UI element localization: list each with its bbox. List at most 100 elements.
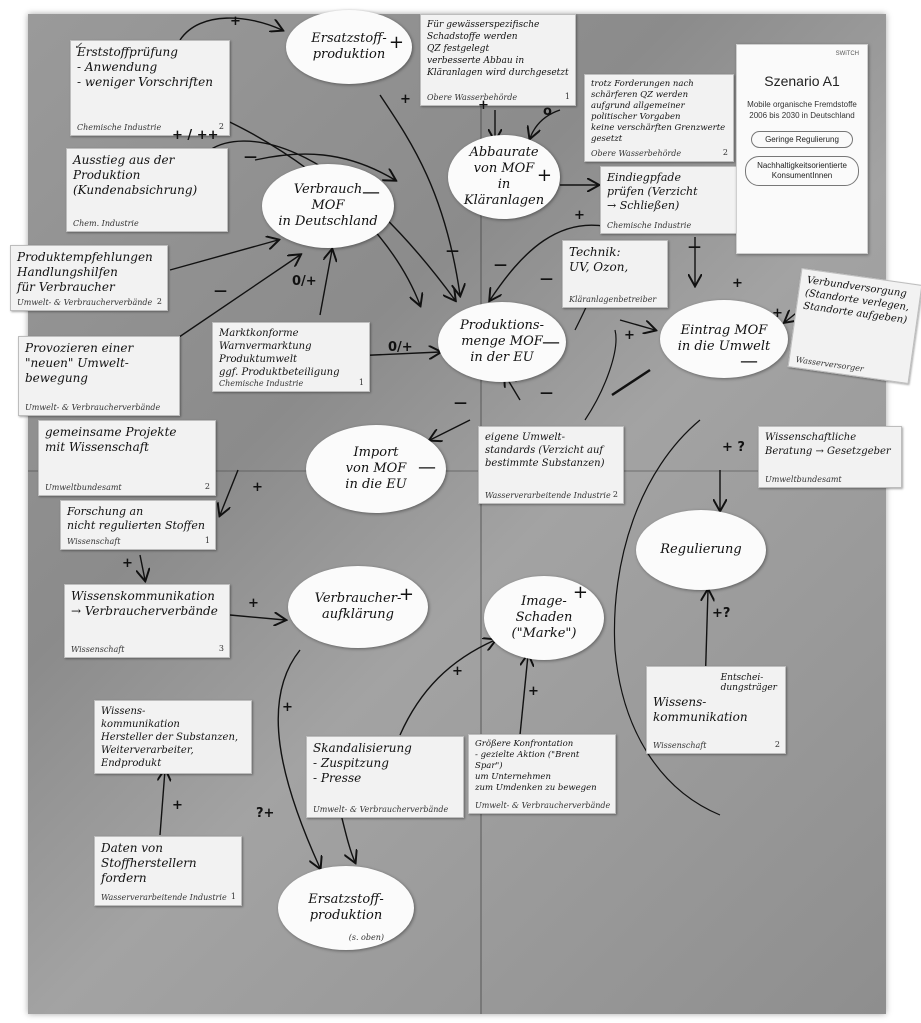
card-trotz-forderungen: trotz Forderungen nach schärferen QZ wer… <box>584 74 734 162</box>
arrow <box>490 224 621 300</box>
check-icon: ✓ <box>74 41 83 52</box>
card-text: Ausstieg aus der Produktion (Kundenabsic… <box>73 153 198 197</box>
link-label: +? <box>712 606 731 621</box>
link-label: + <box>772 306 783 321</box>
card-actor: Wissenschaft <box>67 537 121 546</box>
polarity-sign: — <box>542 332 560 353</box>
polarity-sign: + <box>388 32 404 53</box>
arrow <box>430 419 471 440</box>
card-number: 2 <box>204 482 210 491</box>
node-image-schaden: Image- Schaden ("Marke") + <box>484 576 604 660</box>
card-text: Wissens- kommunikation Hersteller der Su… <box>101 706 239 769</box>
arrow <box>399 640 495 736</box>
card-actor: Wasserverarbeitende Industrie <box>485 491 611 500</box>
scribble <box>611 368 651 397</box>
node-regulierung: Regulierung <box>636 510 766 590</box>
link-label: — <box>540 386 553 401</box>
card-text: gemeinsame Projekte mit Wissenschaft <box>45 425 177 454</box>
card-number: 1 <box>564 92 570 101</box>
card-actor: Umwelt- & Verbraucherverbände <box>17 298 153 307</box>
link-label: + <box>452 664 463 679</box>
card-number: 1 <box>230 892 236 901</box>
arrow <box>319 250 332 316</box>
card-actor: Chemische Industrie <box>77 123 162 132</box>
card-ausstieg: Ausstieg aus der Produktion (Kundenabsic… <box>66 148 228 232</box>
card-gemeinsame-projekte: gemeinsame Projekte mit Wissenschaft Umw… <box>38 420 216 496</box>
polarity-sign: — <box>362 182 380 203</box>
link-label: + <box>574 208 585 223</box>
polarity-sign: + <box>398 584 414 605</box>
link-label: — <box>446 244 459 259</box>
link-label: — <box>244 150 257 165</box>
card-verbundversorgung: Verbundversorgung (Standorte verlegen, S… <box>787 267 921 385</box>
link-label: + <box>732 276 743 291</box>
link-label: + <box>400 92 411 107</box>
card-erststoffpruefung: ✓ Erststoffprüfung - Anwendung - weniger… <box>70 40 230 136</box>
card-produktempfehlungen: Produktempfehlungen Handlungshilfen für … <box>10 245 168 311</box>
card-text: Skandalisierung - Zuspitzung - Presse <box>313 741 412 785</box>
link-label: 0/+ <box>388 340 413 355</box>
node-ersatzstoffproduktion-2: Ersatzstoff- produktion (s. oben) <box>278 866 414 950</box>
card-number: 2 <box>156 297 162 306</box>
paper-fold <box>480 14 482 1014</box>
node-reference: (s. oben) <box>348 933 384 942</box>
node-label: Eintrag MOF in die Umwelt <box>677 323 771 354</box>
polarity-sign: + <box>572 582 588 603</box>
link-label: + <box>248 596 259 611</box>
link-label: + <box>172 798 183 813</box>
card-text: Eindiegpfade prüfen (Verzicht → Schließe… <box>607 171 698 212</box>
card-number: 2 <box>722 148 728 157</box>
arrow <box>619 319 655 330</box>
link-label: 0/+ <box>292 274 317 289</box>
arrow <box>179 17 282 41</box>
card-text: Erststoffprüfung - Anwendung - weniger V… <box>77 45 213 89</box>
card-number: 2 <box>774 740 780 749</box>
card-gewaesserspezifische: Für gewässerspezifische Schadstoffe werd… <box>420 14 576 106</box>
arrow <box>277 649 320 868</box>
card-number: 2 <box>218 122 224 131</box>
node-label: Ersatzstoff- produktion <box>311 31 387 62</box>
arrow <box>169 240 278 271</box>
brand-logo: SWiTCH <box>835 51 859 57</box>
card-wissenskommunikation-hersteller: Wissens- kommunikation Hersteller der Su… <box>94 700 252 774</box>
link-label: — <box>214 284 227 299</box>
scenario-card: SWiTCH Szenario A1 Mobile organische Fre… <box>736 44 868 254</box>
card-text: Wissenschaftliche Beratung → Gesetzgeber <box>765 432 891 457</box>
link-label: — <box>454 396 467 411</box>
card-wissenschaftliche-beratung: Wissenschaftliche Beratung → Gesetzgeber… <box>758 426 902 488</box>
node-label: Regulierung <box>660 542 742 557</box>
link-label: + <box>122 556 133 571</box>
node-verbraucheraufklaerung: Verbraucher- aufklärung + <box>288 566 428 648</box>
card-text: Technik: UV, Ozon, <box>569 245 629 274</box>
regulation-badge: Geringe Regulierung <box>751 131 853 148</box>
link-label: o <box>543 104 552 119</box>
arrow <box>254 153 395 180</box>
card-technik: Technik: UV, Ozon, Kläranlagenbetreiber <box>562 240 668 308</box>
scenario-title: Szenario A1 <box>764 73 840 89</box>
card-actor: Wissenschaft <box>653 741 707 750</box>
card-actor: Obere Wasserbehörde <box>591 149 682 158</box>
node-produktionsmenge: Produktions- menge MOF in der EU — <box>438 302 566 382</box>
link-label: + / ++ <box>172 128 219 143</box>
card-skandalisierung: Skandalisierung - Zuspitzung - Presse Um… <box>306 736 464 818</box>
card-number: 1 <box>204 536 210 545</box>
card-text: eigene Umwelt- standards (Verzicht auf b… <box>485 432 605 469</box>
card-actor: Umwelt- & Verbraucherverbände <box>475 801 611 810</box>
link-label: — <box>540 272 553 287</box>
node-import-mof: Import von MOF in die EU — <box>306 425 446 513</box>
node-label: Abbaurate von MOF in Kläranlagen <box>463 145 545 208</box>
node-label: Image- Schaden ("Marke") <box>511 594 577 641</box>
card-text: Forschung an nicht regulierten Stoffen <box>67 505 205 532</box>
arrow <box>530 109 561 138</box>
card-wissenskommunikation-3: Wissenskommunikation → Verbraucherverbän… <box>64 584 230 658</box>
arrow <box>140 554 145 580</box>
node-verbrauch-mof: Verbrauch MOF in Deutschland — <box>262 164 394 248</box>
card-text: Wissenskommunikation → Verbraucherverbän… <box>71 589 218 618</box>
card-text: Für gewässerspezifische Schadstoffe werd… <box>427 20 569 78</box>
node-ersatzstoffproduktion: Ersatzstoff- produktion + <box>286 10 412 84</box>
scenario-subtitle: Mobile organische Fremdstoffe 2006 bis 2… <box>747 100 857 120</box>
arrow <box>229 615 285 620</box>
card-actor: Chemische Industrie <box>219 379 304 388</box>
consumer-badge: Nachhaltigkeitsorientierte KonsumentInne… <box>745 156 859 186</box>
card-actor: Wissenschaft <box>71 645 125 654</box>
